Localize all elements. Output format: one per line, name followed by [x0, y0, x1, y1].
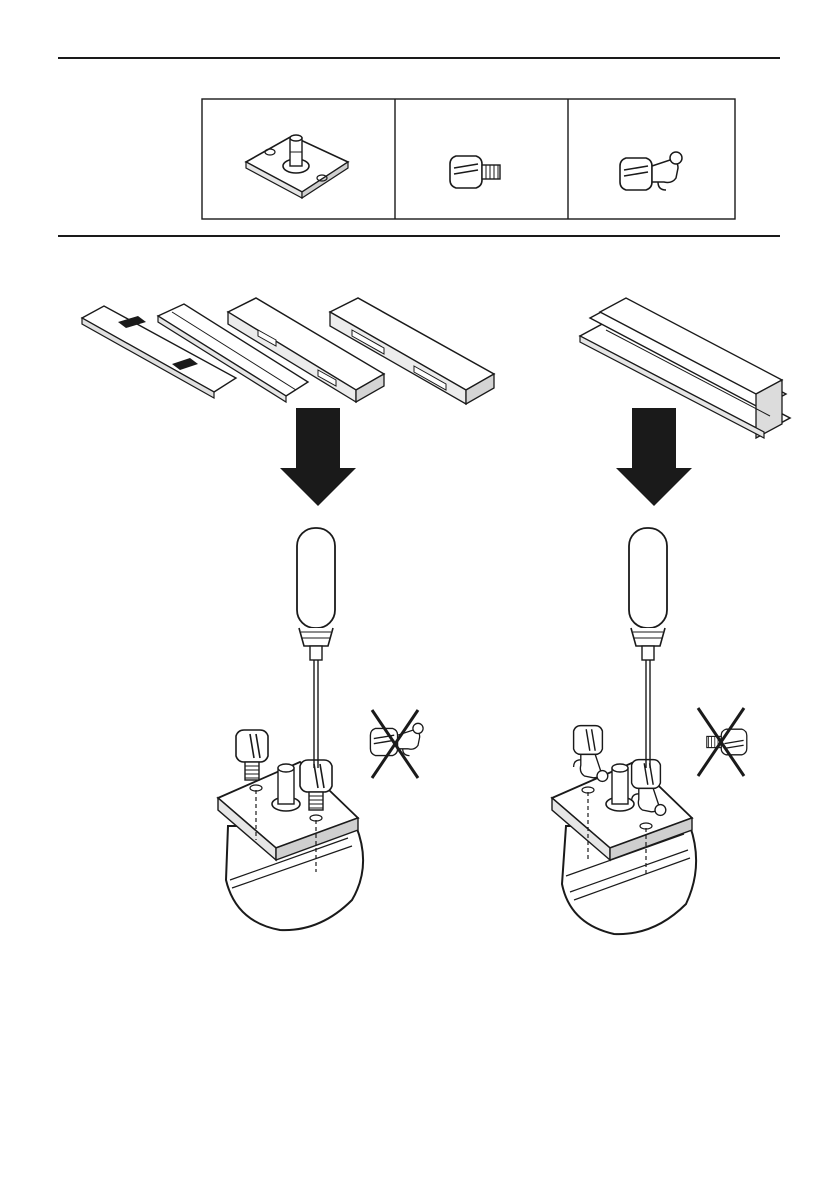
screwdriver-left: [297, 528, 335, 768]
assembly-detail-left: [218, 730, 363, 930]
assembly-detail-right: [552, 726, 696, 935]
rejected-fastener-right: [698, 708, 747, 776]
screwdriver-right: [629, 528, 667, 768]
rejected-fastener-left: [370, 710, 423, 778]
double-rail-profile: [580, 298, 790, 438]
down-arrow-right: [616, 408, 692, 506]
parts-table: [202, 99, 735, 219]
down-arrow-left: [280, 408, 356, 506]
